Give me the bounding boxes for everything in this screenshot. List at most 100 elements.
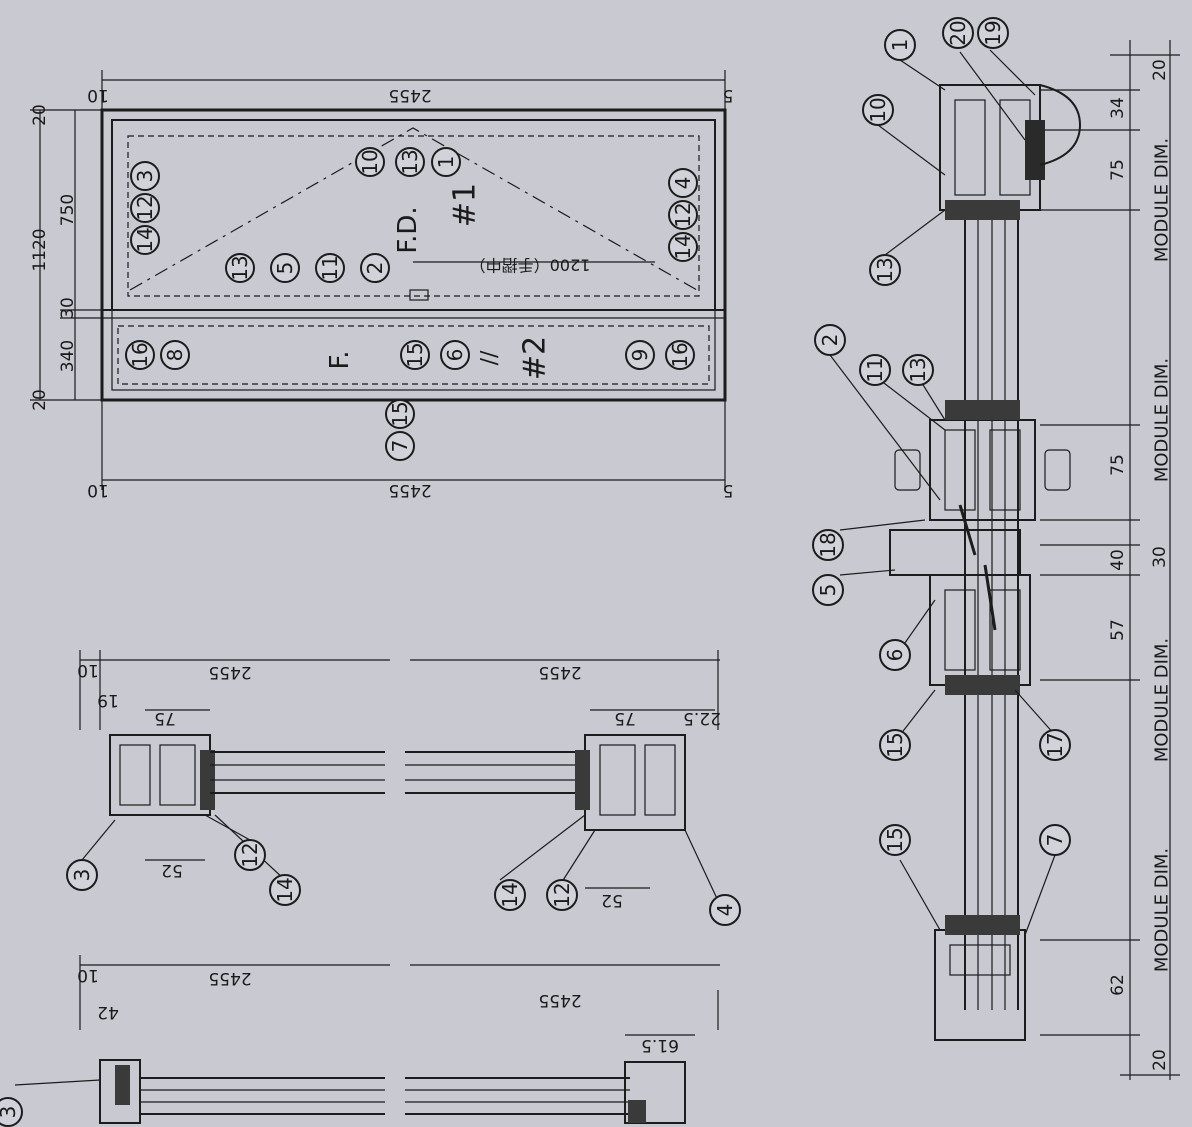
svg-text:15: 15: [883, 827, 907, 852]
callout-bubble: 3: [130, 161, 160, 191]
jamb-profile-bottom: [934, 929, 1026, 1041]
callout-bubble: 16: [125, 340, 155, 370]
hs-dim-34: 34: [1108, 97, 1128, 119]
svg-text:4: 4: [713, 904, 737, 917]
svg-text:6: 6: [883, 649, 907, 662]
callout-bubble: 10: [355, 147, 385, 177]
height-dim-overall: 1120: [30, 228, 50, 271]
small-dim-1: 10: [87, 85, 109, 105]
callout-bubble: 20: [942, 17, 974, 49]
small-dim-4: 5: [723, 480, 734, 500]
height-dim-sash: 750: [58, 194, 78, 226]
callout-bubble: 13: [869, 254, 901, 286]
callout-bubble: 12: [546, 879, 578, 911]
width-dim-bottom: 2455: [388, 480, 431, 500]
section-a-dim-52b: 52: [601, 890, 623, 910]
width-dim-top: 2455: [388, 85, 431, 105]
svg-text:6: 6: [443, 349, 467, 362]
module-label-2: MODULE DIM.: [1152, 358, 1173, 482]
section-b-dim-2: 2455: [538, 990, 581, 1010]
callout-bubble: 6: [440, 340, 470, 370]
svg-text:14: 14: [273, 877, 297, 902]
head-profile-b: [99, 1059, 141, 1124]
svg-text:16: 16: [668, 342, 692, 367]
svg-text:7: 7: [1043, 834, 1067, 847]
callout-bubble: 19: [977, 17, 1009, 49]
hs-dim-20-top: 20: [1150, 59, 1170, 81]
svg-text:11: 11: [318, 255, 342, 280]
panel2-mark: #2: [518, 336, 553, 380]
hs-dim-75-b: 75: [1108, 454, 1128, 476]
section-b-dim-10: 10: [77, 965, 99, 985]
panel2-type: F.: [325, 350, 355, 369]
svg-text:18: 18: [816, 532, 840, 557]
svg-text:7: 7: [388, 440, 412, 453]
svg-text:12: 12: [133, 195, 157, 220]
callout-bubble: 16: [665, 340, 695, 370]
window-elevation: 1120 20 750 30 340 20 2455 2455 10 10 5 …: [30, 70, 733, 500]
module-label-4: MODULE DIM.: [1152, 848, 1173, 972]
svg-text:14: 14: [133, 227, 157, 252]
svg-text:13: 13: [398, 149, 422, 174]
module-label-3: MODULE DIM.: [1152, 638, 1173, 762]
callout-bubble: 1: [431, 147, 461, 177]
svg-text:8: 8: [163, 349, 187, 362]
svg-text:9: 9: [628, 349, 652, 362]
svg-text:1: 1: [888, 39, 912, 52]
svg-text:15: 15: [388, 401, 412, 426]
callout-bubble: 13: [902, 354, 934, 386]
svg-text:10: 10: [358, 149, 382, 174]
svg-text:12: 12: [671, 202, 695, 227]
svg-text:5: 5: [273, 262, 297, 275]
callout-bubble: 18: [812, 529, 844, 561]
fixed-pane: [117, 325, 710, 385]
svg-text:4: 4: [671, 177, 695, 190]
svg-text:16: 16: [128, 342, 152, 367]
section-a-dim-10: 10: [77, 660, 99, 680]
opening-indicator: [129, 127, 698, 291]
hs-dim-30: 30: [1150, 546, 1170, 568]
svg-text:5: 5: [816, 584, 840, 597]
callout-bubble: 7: [1039, 824, 1071, 856]
handle-note: 1200（手摺中）: [470, 256, 591, 275]
callout-bubble: 12: [668, 200, 698, 230]
small-dim-3: 5: [723, 85, 734, 105]
callout-bubble: 15: [385, 399, 415, 429]
callout-bubble: 4: [709, 894, 741, 926]
callout-bubble: 4: [668, 168, 698, 198]
callout-bubble: 17: [1039, 729, 1071, 761]
callout-bubble: 9: [625, 340, 655, 370]
svg-text:1: 1: [434, 156, 458, 169]
callout-bubble: 14: [130, 225, 160, 255]
section-a-dim-75b: 75: [614, 708, 636, 728]
height-dim-bottom: 20: [30, 389, 50, 411]
small-dim-2: 10: [87, 480, 109, 500]
svg-text:10: 10: [866, 97, 890, 122]
svg-text:12: 12: [550, 882, 574, 907]
callout-bubble: 11: [315, 253, 345, 283]
callout-bubble: 1: [884, 29, 916, 61]
section-a-dim-225: 22.5: [683, 708, 721, 728]
callout-bubble: 11: [859, 354, 891, 386]
svg-text:3: 3: [0, 1106, 20, 1119]
height-dim-fixed: 340: [58, 340, 78, 372]
callout-bubble: 2: [814, 324, 846, 356]
hs-dim-57: 57: [1108, 619, 1128, 641]
svg-text:13: 13: [228, 255, 252, 280]
svg-text:12: 12: [238, 842, 262, 867]
hs-dim-62: 62: [1108, 974, 1128, 996]
callout-bubble: 13: [395, 147, 425, 177]
callout-bubble: 13: [225, 253, 255, 283]
callout-bubble: 14: [269, 874, 301, 906]
callout-bubble: 8: [160, 340, 190, 370]
svg-text:3: 3: [133, 170, 157, 183]
section-a-dim-2: 2455: [538, 662, 581, 682]
handle-icon: [409, 289, 429, 301]
section-a-dim-1: 2455: [208, 662, 251, 682]
svg-text:13: 13: [873, 257, 897, 282]
hs-dim-20-bottom: 20: [1150, 1049, 1170, 1071]
height-dim-top: 20: [30, 104, 50, 126]
callout-bubble: 5: [812, 574, 844, 606]
callout-bubble: 15: [879, 824, 911, 856]
